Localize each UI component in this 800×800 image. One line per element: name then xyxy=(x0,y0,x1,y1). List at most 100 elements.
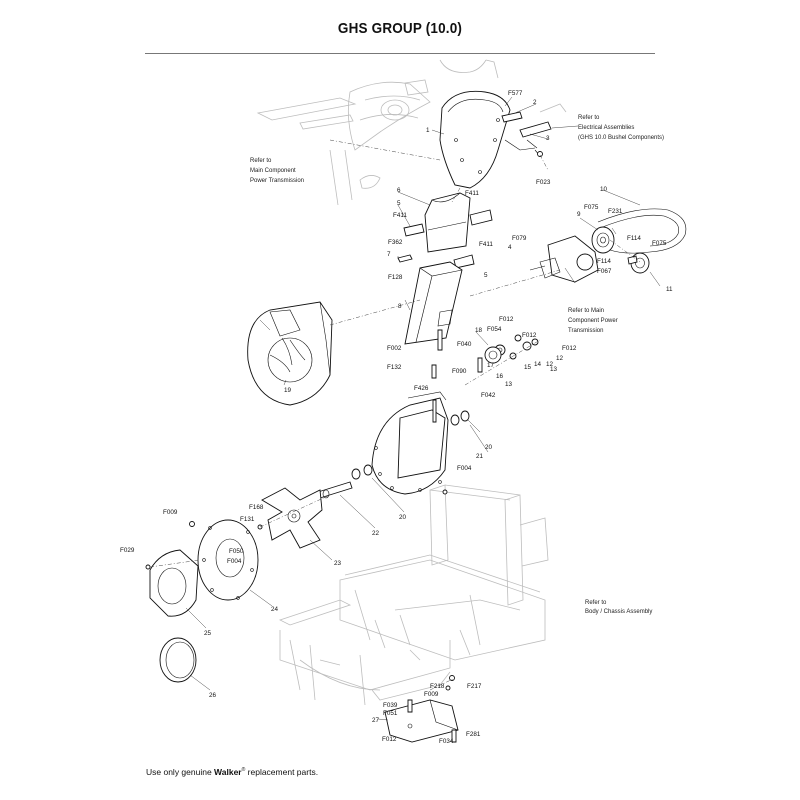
fan-shaft-part-22 xyxy=(317,481,353,499)
callout: F131 xyxy=(240,516,255,523)
callout: 17 xyxy=(487,362,495,369)
chute-tube-part-8 xyxy=(404,261,463,345)
note-main-component-power-right: Refer to Main Component Power Transmissi… xyxy=(568,308,618,334)
callout: F051 xyxy=(383,710,398,717)
callout: F411 xyxy=(465,190,479,197)
svg-text:Main Component: Main Component xyxy=(250,168,296,174)
discharge-adaptor-part-6 xyxy=(424,192,471,253)
svg-text:(GHS 10.0 Bushel Components): (GHS 10.0 Bushel Components) xyxy=(578,135,664,141)
svg-text:Power Transmission: Power Transmission xyxy=(250,178,304,184)
fan-housing-part-21 xyxy=(371,391,449,495)
callout: F411 xyxy=(393,212,407,219)
callout: F218 xyxy=(430,683,445,690)
callout: 22 xyxy=(372,530,380,537)
fan-housing-back-part-19 xyxy=(247,301,333,406)
callout-labels: 1 2 3 F577 F023 6 F411 5 F411 F411 F079 … xyxy=(120,90,673,745)
callout: F577 xyxy=(508,90,523,97)
callout: 26 xyxy=(209,692,217,699)
note-electrical-assemblies: Refer to Electrical Assemblies (GHS 10.0… xyxy=(578,115,664,141)
callout: 12 xyxy=(546,361,554,368)
callout: 25 xyxy=(204,630,212,637)
footer-brand: Walker xyxy=(214,767,242,777)
callout: F009 xyxy=(424,691,439,698)
callout: F054 xyxy=(487,326,502,333)
callout: 24 xyxy=(271,606,279,613)
callout: F040 xyxy=(457,341,472,348)
hood-hardware-parts-2-3 xyxy=(501,111,552,157)
svg-text:Refer to: Refer to xyxy=(578,115,600,121)
callout: 5 xyxy=(484,272,488,279)
callout: F004 xyxy=(227,558,242,565)
callout: F050 xyxy=(229,548,244,555)
callout: F042 xyxy=(481,392,496,399)
callout: 16 xyxy=(496,373,504,380)
callout: 18 xyxy=(475,327,483,334)
callout: F029 xyxy=(120,547,135,554)
callout: F012 xyxy=(562,345,577,352)
callout: F002 xyxy=(387,345,402,352)
callout: 1 xyxy=(426,127,430,134)
callout: F023 xyxy=(536,179,551,186)
footer-registered-mark: ® xyxy=(241,767,246,774)
callout: F231 xyxy=(608,208,623,215)
callout: 5 xyxy=(397,200,401,207)
callout: F114 xyxy=(627,235,641,242)
fasteners xyxy=(145,255,638,743)
callout: F090 xyxy=(452,368,467,375)
callout: 3 xyxy=(546,135,550,142)
pulley-part-9 xyxy=(591,226,615,254)
callout: F362 xyxy=(388,239,403,246)
footer-suffix: replacement parts. xyxy=(245,767,319,777)
callout: F009 xyxy=(163,509,178,516)
callout: F114 xyxy=(597,258,611,265)
callout: F012 xyxy=(382,736,397,743)
callout: F075 xyxy=(584,204,599,211)
callout: 4 xyxy=(508,244,512,251)
ghost-power-transmission-frame xyxy=(256,59,567,206)
callout: F034 xyxy=(439,738,454,745)
assembly-centerlines xyxy=(149,139,641,691)
callout: F004 xyxy=(457,465,472,472)
callout: 10 xyxy=(600,186,608,193)
callout: F132 xyxy=(387,364,402,371)
callout: 20 xyxy=(485,444,493,451)
callout: 27 xyxy=(372,717,380,724)
svg-text:Transmission: Transmission xyxy=(568,328,603,334)
intake-ring-part-25 xyxy=(149,549,199,617)
callout: F281 xyxy=(466,731,481,738)
svg-text:Electrical Assemblies: Electrical Assemblies xyxy=(578,125,634,131)
front-plate-part-24 xyxy=(197,519,259,601)
callout: F426 xyxy=(414,385,429,392)
callout: 23 xyxy=(334,560,342,567)
callout: 19 xyxy=(284,387,292,394)
ghost-chassis-frame xyxy=(278,484,549,706)
callout: 15 xyxy=(524,364,532,371)
svg-text:Component Power: Component Power xyxy=(568,318,618,324)
callout: F411 xyxy=(479,241,493,248)
callout: F067 xyxy=(597,268,612,275)
leader-lines xyxy=(185,96,661,721)
svg-text:Refer to Main: Refer to Main xyxy=(568,308,604,314)
callout: 20 xyxy=(399,514,407,521)
page-title: GHS GROUP (10.0) xyxy=(337,20,463,37)
callout: 12 xyxy=(556,355,564,362)
footer-prefix: Use only genuine xyxy=(146,767,215,777)
mounting-brackets-part-5 xyxy=(397,209,493,269)
callout: F128 xyxy=(388,274,403,281)
note-main-component-power-left: Refer to Main Component Power Transmissi… xyxy=(250,158,304,184)
footer-note: Use only genuine Walker® replacement par… xyxy=(146,767,318,777)
svg-text:Body / Chassis Assembly: Body / Chassis Assembly xyxy=(585,609,652,615)
gearbox-assembly xyxy=(529,235,599,283)
callout: F079 xyxy=(512,235,527,242)
callout: 8 xyxy=(398,303,402,310)
callout: 2 xyxy=(533,99,537,106)
callout: F168 xyxy=(249,504,264,511)
svg-text:Refer to: Refer to xyxy=(250,158,272,164)
callout: 21 xyxy=(476,453,484,460)
callout: 6 xyxy=(397,187,401,194)
note-body-chassis: Refer to Body / Chassis Assembly xyxy=(585,600,652,615)
callout: 11 xyxy=(666,286,673,293)
bearings-part-20 xyxy=(351,410,470,480)
callout: F075 xyxy=(652,240,667,247)
